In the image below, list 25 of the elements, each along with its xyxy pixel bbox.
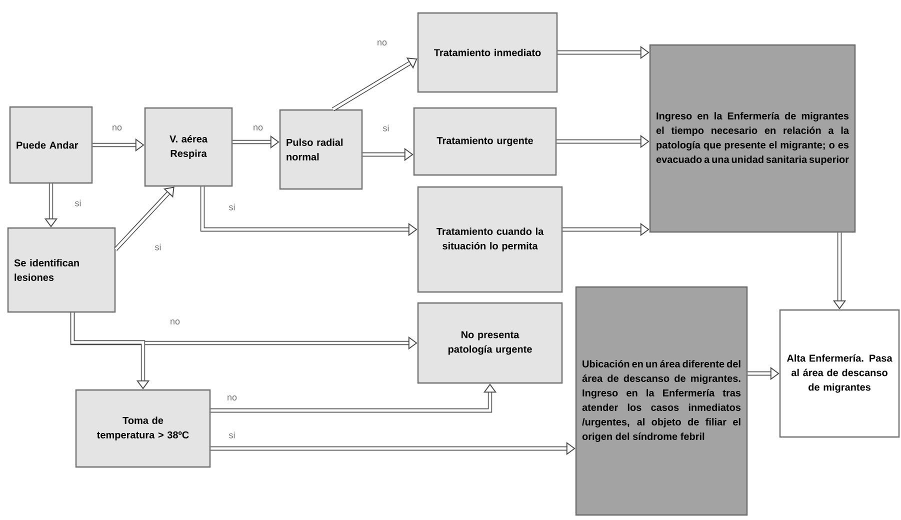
edge-label: no: [112, 126, 122, 130]
process-box: Tratamiento inmediato: [417, 12, 558, 93]
process-box: Tratamiento urgente: [413, 107, 557, 176]
process-box: Ingreso en la Enfermería de migrantes el tiempo necesario en relación a la patología que presente el migrante; o es evacuado a una unidad sanitaria superior: [649, 44, 856, 233]
edge-label: no: [228, 396, 237, 400]
edge-label: si: [155, 244, 161, 250]
edge-label: no: [378, 40, 387, 46]
process-box: Toma de temperatura > 38ºC: [75, 389, 211, 468]
process-box: Puede Andar: [9, 106, 93, 184]
process-box: V. aérea Respira: [144, 107, 233, 187]
edge-label: si: [229, 204, 235, 210]
process-box: Alta Enfermería. Pasa al área de descanso de migrantes: [779, 309, 900, 438]
edge-label: no: [254, 126, 263, 130]
edge-label: no: [170, 320, 180, 324]
edge-label: si: [75, 200, 81, 206]
arrow: [114, 186, 174, 251]
process-box: No presenta patología urgente: [417, 302, 563, 384]
arrow: [332, 57, 418, 112]
process-box: Tratamiento cuando la situación lo permita: [417, 186, 563, 293]
edge-label: si: [229, 432, 235, 438]
edge-label: si: [383, 124, 389, 132]
process-box: Se identifican lesiones: [7, 227, 116, 313]
process-box: Ubicación en un área diferente del área de descanso de migrantes. Ingreso en la Enfermería tras atender los casos inmediatos /urgentes, al objeto de filiar el origen del síndrome febril: [575, 286, 748, 516]
process-box: Pulso radial normal: [279, 109, 363, 190]
arrow: [70, 312, 150, 390]
